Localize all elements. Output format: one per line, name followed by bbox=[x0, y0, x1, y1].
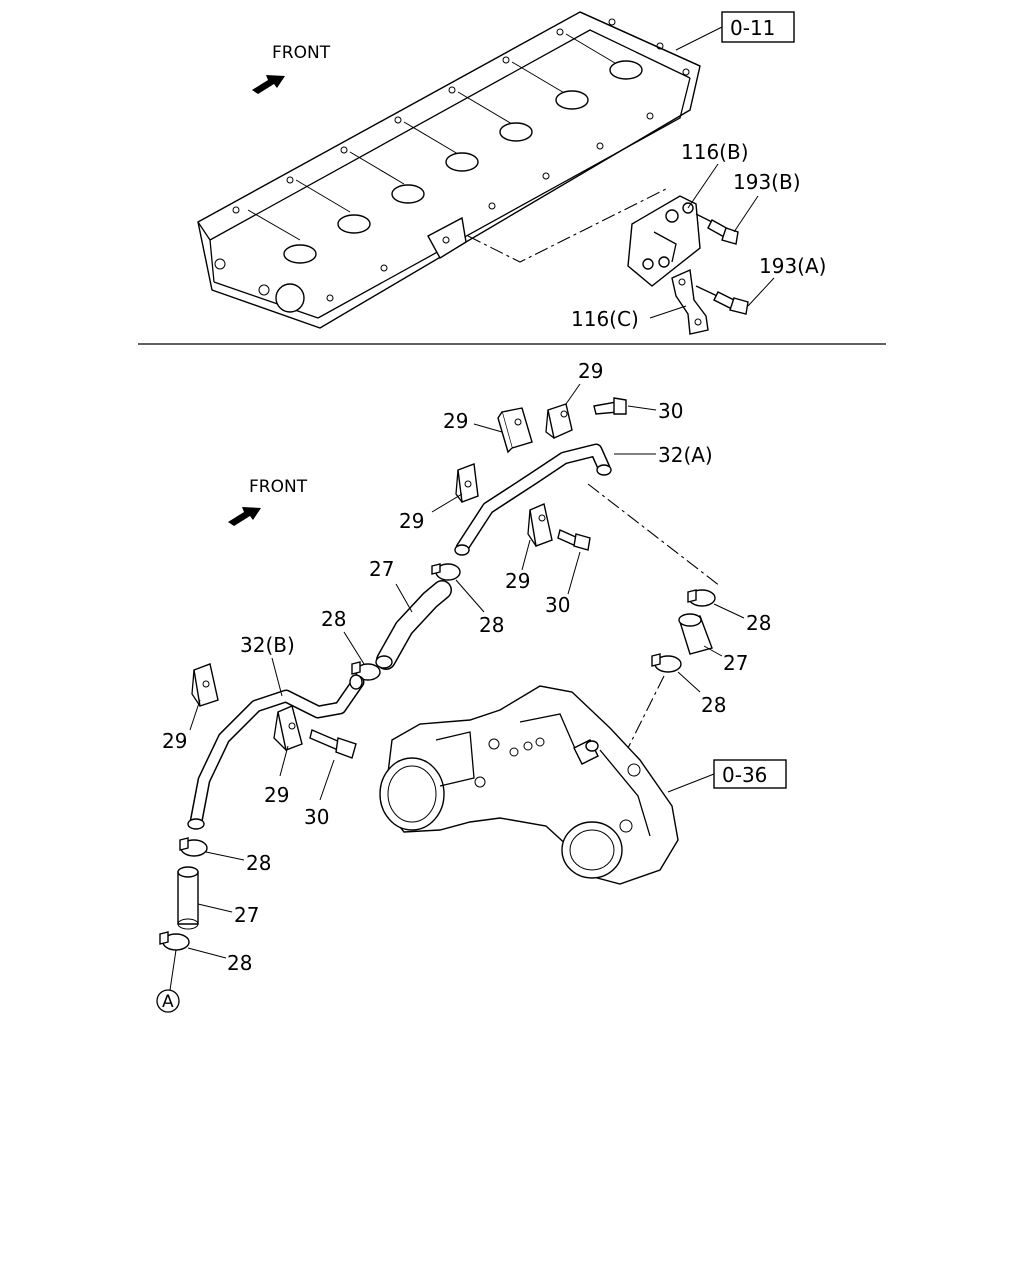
callout-32a: 32(A) bbox=[658, 443, 713, 467]
clamp-28-bottom-1 bbox=[179, 837, 208, 857]
callout-28-upper-left: 28 bbox=[321, 607, 346, 631]
front-arrow-icon-2 bbox=[228, 507, 261, 526]
callout-28-bottom-1: 28 bbox=[246, 851, 271, 875]
callout-116c: 116(C) bbox=[571, 307, 639, 331]
upper-section: FRONT bbox=[197, 11, 826, 335]
callout-29-top-left: 29 bbox=[443, 409, 468, 433]
clip-29-lower bbox=[273, 705, 303, 751]
callout-28-right-top: 28 bbox=[746, 611, 771, 635]
lower-section: FRONT bbox=[156, 359, 787, 1013]
reference-box-0-11: 0-11 bbox=[675, 11, 795, 51]
callout-193b: 193(B) bbox=[733, 170, 801, 194]
clip-29-top-left bbox=[497, 407, 533, 454]
clamp-28-right-top bbox=[687, 589, 716, 607]
callout-28-bottom-2: 28 bbox=[227, 951, 252, 975]
bolt-30-lower bbox=[309, 729, 357, 759]
clamp-28-upper-right bbox=[431, 563, 461, 581]
connection-marker-label: A bbox=[162, 992, 174, 1012]
callout-193a: 193(A) bbox=[759, 254, 826, 278]
callout-27-upper: 27 bbox=[369, 557, 394, 581]
callout-32b: 32(B) bbox=[240, 633, 295, 657]
turbo-housing bbox=[379, 685, 679, 885]
callout-30-lower: 30 bbox=[304, 805, 329, 829]
clip-29-top-right bbox=[545, 403, 573, 439]
bolt-193b bbox=[695, 213, 739, 245]
bolt-30-top bbox=[593, 397, 627, 415]
hose-27-bottom bbox=[177, 866, 199, 930]
hose-27-upper bbox=[375, 580, 452, 670]
bracket-116c bbox=[671, 268, 709, 335]
clip-29-mid-left bbox=[455, 463, 479, 503]
bolt-30-mid bbox=[557, 529, 591, 551]
callout-29-mid-right: 29 bbox=[505, 569, 530, 593]
hose-27-right bbox=[678, 613, 713, 655]
callout-30-mid: 30 bbox=[545, 593, 570, 617]
callout-27-bottom: 27 bbox=[234, 903, 259, 927]
clip-29-left bbox=[191, 663, 219, 707]
connection-marker-a bbox=[156, 989, 180, 1013]
front-label: FRONT bbox=[272, 43, 331, 63]
reference-box-0-36: 0-36 bbox=[667, 759, 787, 793]
reference-label: 0-11 bbox=[730, 16, 775, 40]
callout-28-upper-right: 28 bbox=[479, 613, 504, 637]
callout-27-right: 27 bbox=[723, 651, 748, 675]
bracket-116b bbox=[627, 195, 701, 287]
callout-29-top-right: 29 bbox=[578, 359, 603, 383]
oil-pan-block bbox=[197, 11, 701, 329]
pipe-32b bbox=[187, 674, 365, 830]
front-arrow-icon bbox=[252, 75, 285, 94]
reference-label-2: 0-36 bbox=[722, 763, 767, 787]
callout-28-right-bottom: 28 bbox=[701, 693, 726, 717]
bolt-193a bbox=[695, 285, 749, 315]
clamp-28-upper-left bbox=[351, 661, 381, 681]
callout-29-lower: 29 bbox=[264, 783, 289, 807]
clamp-28-bottom-2 bbox=[159, 931, 190, 951]
pipe-32a bbox=[454, 443, 612, 556]
callout-30-top: 30 bbox=[658, 399, 683, 423]
front-label-2: FRONT bbox=[249, 477, 308, 497]
callout-29-left: 29 bbox=[162, 729, 187, 753]
clip-29-mid-right bbox=[527, 503, 553, 547]
callout-29-mid-left: 29 bbox=[399, 509, 424, 533]
callout-116b: 116(B) bbox=[681, 140, 749, 164]
clamp-28-right-bottom bbox=[651, 653, 682, 673]
